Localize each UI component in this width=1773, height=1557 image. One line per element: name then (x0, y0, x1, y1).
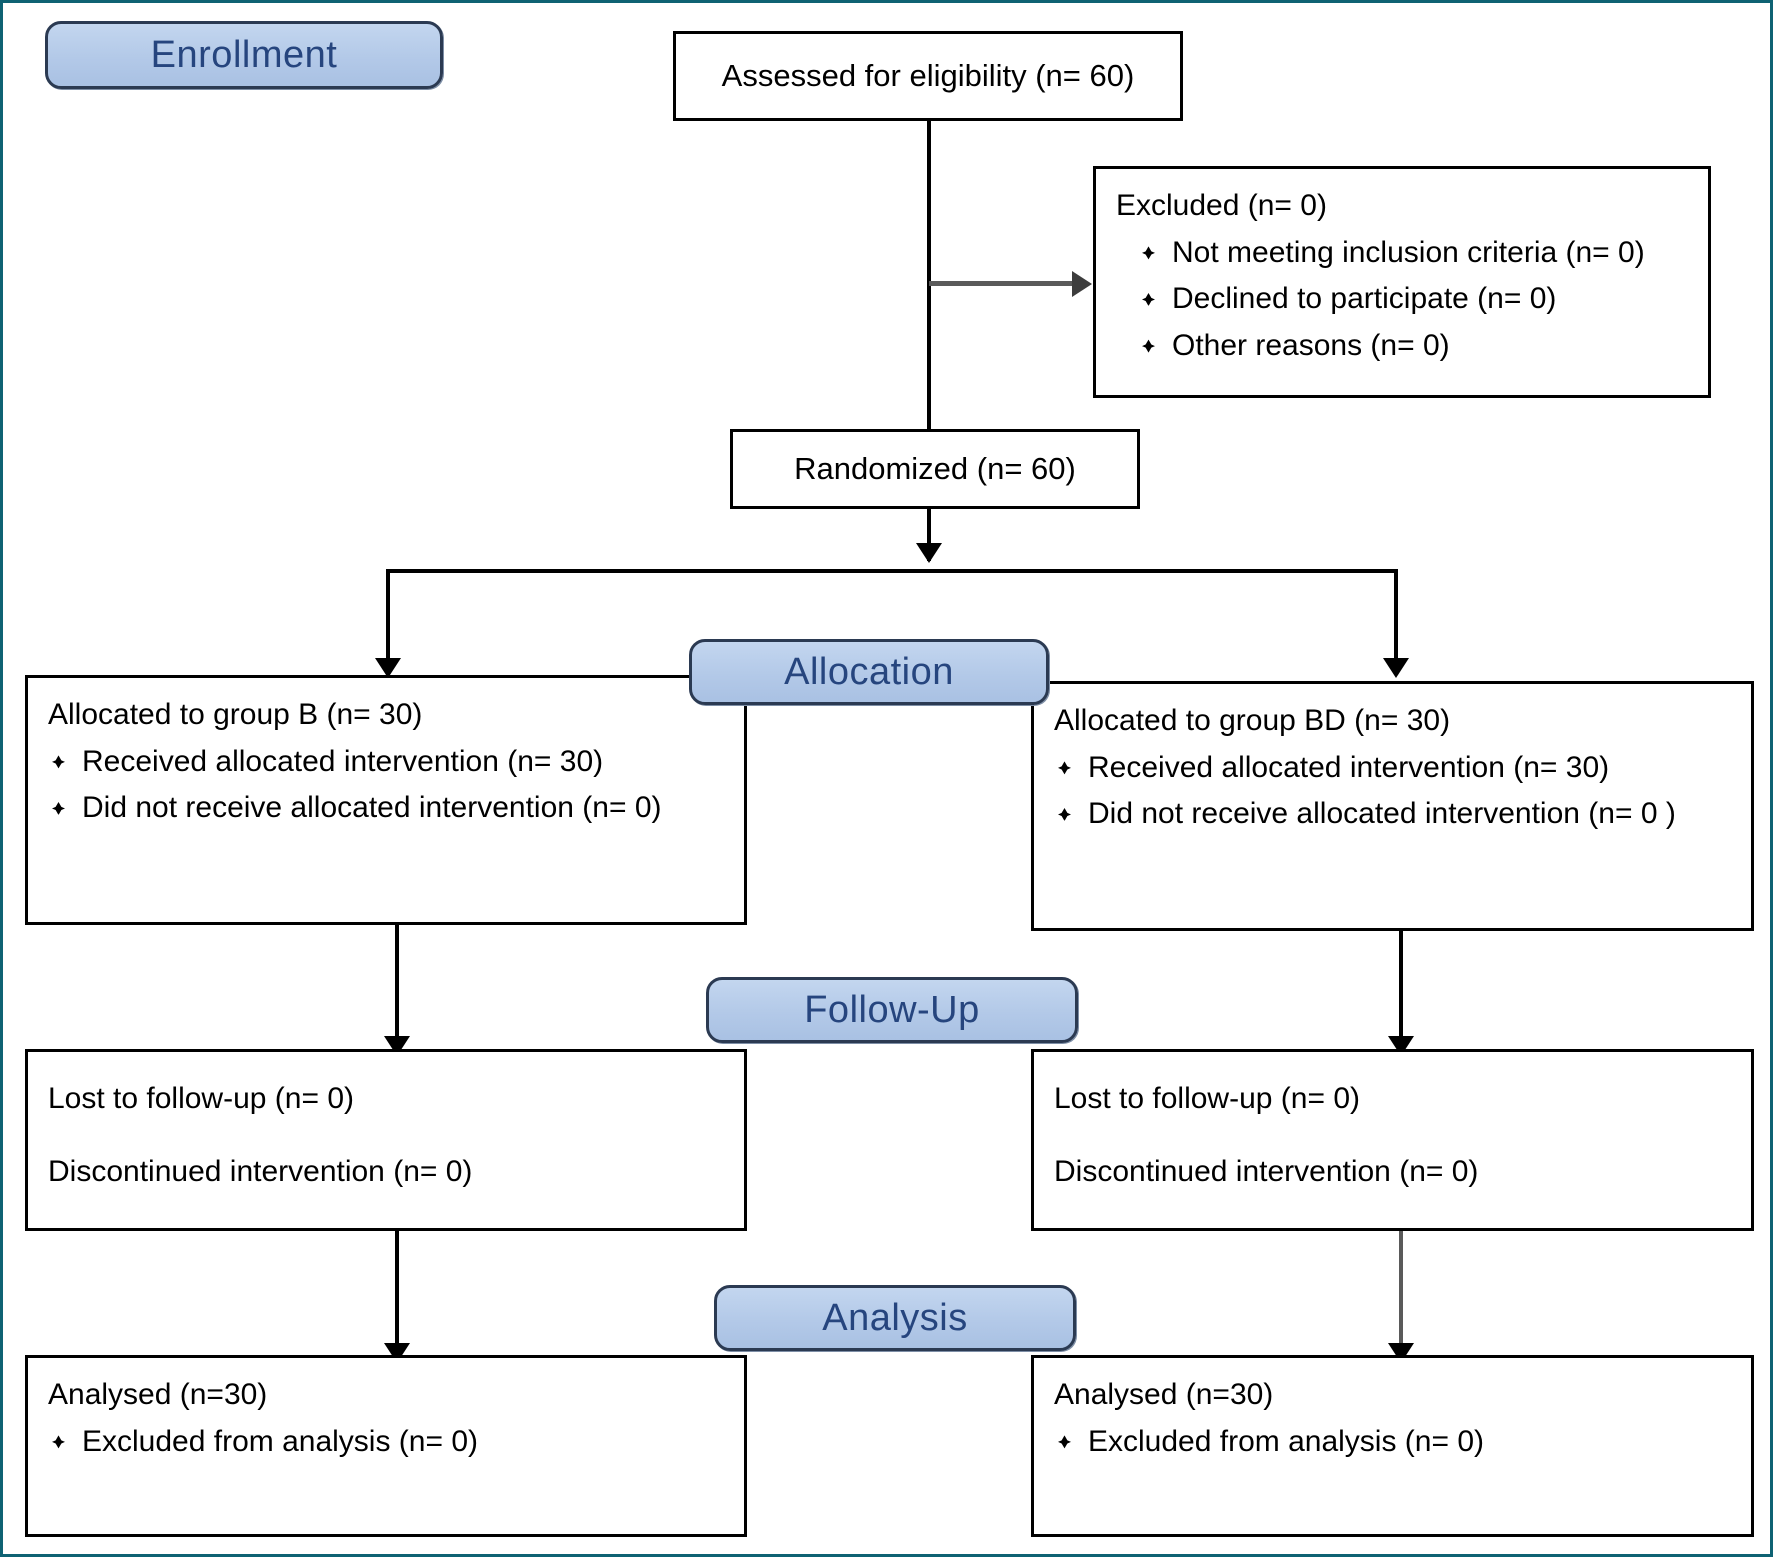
connector-split-right (1394, 569, 1398, 675)
excluded-lead: Excluded (n= 0) (1116, 189, 1327, 222)
allocation-left-box: Allocated to group B (n= 30) Received al… (25, 675, 747, 925)
connector-allocation-left-to-followup (395, 925, 399, 1055)
followup-right-lost: Lost to follow-up (n= 0) (1054, 1082, 1360, 1115)
list-item-label: Received allocated intervention (n= 30) (82, 744, 604, 778)
stage-badge-enrollment: Enrollment (45, 21, 443, 89)
followup-left-discontinued: Discontinued intervention (n= 0) (48, 1154, 473, 1188)
list-item-label: Did not receive allocated intervention (… (82, 791, 662, 825)
connector-followup-left-to-analysis (395, 1231, 399, 1363)
connector-randomized-down (927, 509, 931, 561)
list-item-label: Did not receive allocated intervention (… (1088, 797, 1676, 831)
connector-followup-right-to-analysis (1399, 1231, 1403, 1363)
split-bar-allocation (386, 569, 1398, 573)
list-item-label: Excluded from analysis (n= 0) (1088, 1424, 1485, 1458)
stage-badge-followup: Follow-Up (706, 977, 1078, 1043)
list-item: Received allocated intervention (n= 30) (52, 741, 724, 784)
analysis-right-lead: Analysed (n=30) (1054, 1378, 1274, 1411)
allocation-right-lead: Allocated to group BD (n= 30) (1054, 704, 1451, 737)
diamond-bullet-icon (1058, 1435, 1071, 1449)
followup-right-box: Lost to follow-up (n= 0) Discontinued in… (1031, 1049, 1754, 1231)
list-item-label: Excluded from analysis (n= 0) (82, 1424, 479, 1458)
randomized-text: Randomized (n= 60) (794, 451, 1076, 486)
analysis-left-lead: Analysed (n=30) (48, 1378, 268, 1411)
stage-badge-allocation-label: Allocation (784, 650, 954, 693)
diamond-bullet-icon (52, 801, 65, 815)
allocation-right-list: Received allocated intervention (n= 30) … (1054, 747, 1731, 836)
list-item-label: Declined to participate (n= 0) (1172, 282, 1557, 316)
excluded-box: Excluded (n= 0) Not meeting inclusion cr… (1093, 166, 1711, 398)
randomized-box: Randomized (n= 60) (730, 429, 1140, 509)
stage-badge-analysis: Analysis (714, 1285, 1076, 1351)
analysis-left-list: Excluded from analysis (n= 0) (48, 1421, 724, 1464)
allocation-right-box: Allocated to group BD (n= 30) Received a… (1031, 681, 1754, 931)
excluded-reason-list: Not meeting inclusion criteria (n= 0) De… (1116, 232, 1688, 368)
diamond-bullet-icon (52, 755, 65, 769)
list-item: Received allocated intervention (n= 30) (1058, 747, 1731, 790)
connector-to-excluded (929, 281, 1079, 286)
list-item: Other reasons (n= 0) (1142, 325, 1688, 368)
connector-allocation-right-to-followup (1399, 931, 1403, 1055)
list-item: Declined to participate (n= 0) (1142, 278, 1688, 321)
diamond-bullet-icon (52, 1435, 65, 1449)
diamond-bullet-icon (1058, 807, 1071, 821)
assessed-for-eligibility-box: Assessed for eligibility (n= 60) (673, 31, 1183, 121)
diamond-bullet-icon (1142, 246, 1155, 260)
list-item: Excluded from analysis (n= 0) (1058, 1421, 1731, 1464)
list-item-label: Received allocated intervention (n= 30) (1088, 750, 1610, 784)
analysis-left-box: Analysed (n=30) Excluded from analysis (… (25, 1355, 747, 1537)
arrow-down-allocation-right (1383, 658, 1409, 678)
followup-left-box: Lost to follow-up (n= 0) Discontinued in… (25, 1049, 747, 1231)
followup-right-discontinued: Discontinued intervention (n= 0) (1054, 1154, 1479, 1188)
stage-badge-analysis-label: Analysis (822, 1296, 968, 1339)
stage-badge-enrollment-label: Enrollment (150, 33, 338, 76)
list-item: Did not receive allocated intervention (… (1058, 793, 1731, 836)
arrow-right-to-excluded (1072, 271, 1092, 297)
list-item: Not meeting inclusion criteria (n= 0) (1142, 232, 1688, 275)
connector-split-left (386, 569, 390, 675)
followup-left-lost: Lost to follow-up (n= 0) (48, 1082, 354, 1115)
allocation-left-list: Received allocated intervention (n= 30) … (48, 741, 724, 830)
assessed-for-eligibility-text: Assessed for eligibility (n= 60) (721, 58, 1135, 93)
list-item: Excluded from analysis (n= 0) (52, 1421, 724, 1464)
diagram-canvas: Enrollment Assessed for eligibility (n= … (3, 3, 1770, 1554)
list-item: Did not receive allocated intervention (… (52, 787, 724, 830)
arrow-down-randomized (916, 543, 942, 563)
diamond-bullet-icon (1058, 761, 1071, 775)
list-item-label: Other reasons (n= 0) (1172, 328, 1450, 362)
stage-badge-allocation: Allocation (689, 639, 1049, 705)
diamond-bullet-icon (1142, 292, 1155, 306)
analysis-right-list: Excluded from analysis (n= 0) (1054, 1421, 1731, 1464)
stage-badge-followup-label: Follow-Up (804, 988, 980, 1031)
allocation-left-lead: Allocated to group B (n= 30) (48, 698, 423, 731)
connector-assessed-to-randomized (927, 121, 931, 429)
list-item-label: Not meeting inclusion criteria (n= 0) (1172, 235, 1645, 269)
diamond-bullet-icon (1142, 339, 1155, 353)
analysis-right-box: Analysed (n=30) Excluded from analysis (… (1031, 1355, 1754, 1537)
arrow-down-allocation-left (375, 658, 401, 678)
